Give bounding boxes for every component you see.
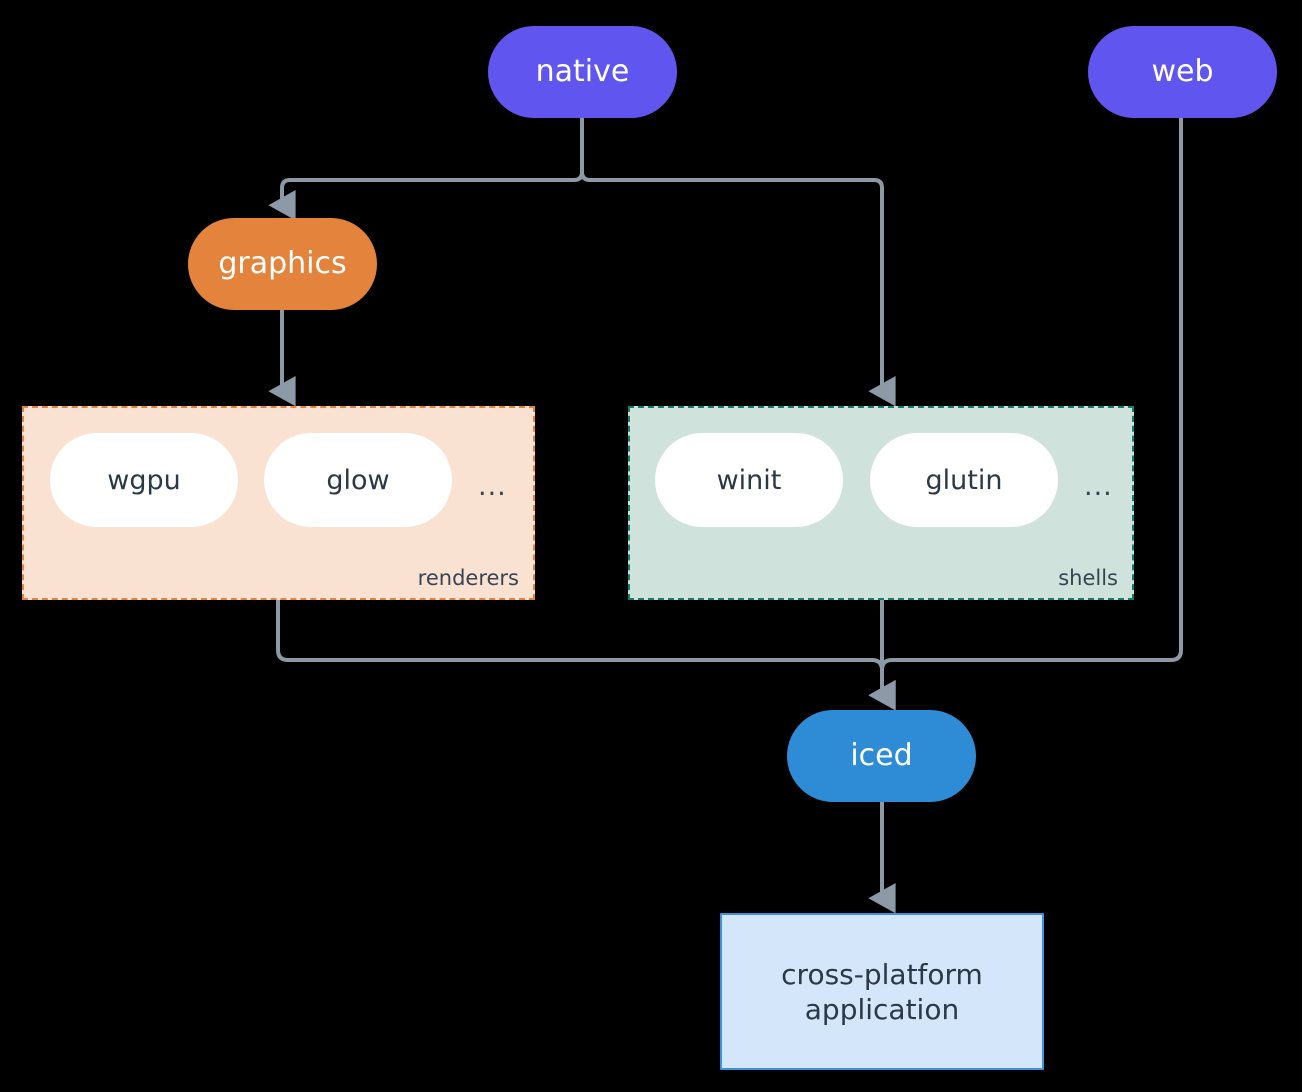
node-wgpu-label: wgpu — [107, 464, 181, 496]
group-renderers: wgpu glow ... renderers — [22, 406, 535, 600]
node-application-label-line2: application — [804, 992, 960, 1026]
node-application-label-line1: cross-platform — [781, 957, 983, 991]
node-iced-label: iced — [850, 738, 913, 774]
node-glutin[interactable]: glutin — [870, 433, 1058, 527]
edge-renderers-to-iced — [276, 600, 896, 711]
group-shells-label: shells — [1058, 566, 1118, 590]
node-glow-label: glow — [326, 464, 390, 496]
node-wgpu[interactable]: wgpu — [50, 433, 238, 527]
node-native-label: native — [535, 54, 630, 90]
node-winit-label: winit — [716, 464, 782, 496]
node-glow[interactable]: glow — [264, 433, 452, 527]
node-application[interactable]: cross-platform application — [720, 913, 1044, 1070]
node-web-label: web — [1151, 54, 1214, 90]
renderers-ellipsis: ... — [478, 471, 507, 502]
edge-native-to-graphics — [268, 118, 584, 221]
node-web[interactable]: web — [1088, 26, 1277, 118]
node-glutin-label: glutin — [925, 464, 1003, 496]
node-native[interactable]: native — [488, 26, 677, 118]
edge-native-to-shells — [580, 118, 896, 407]
group-shells: winit glutin ... shells — [628, 406, 1134, 600]
node-iced[interactable]: iced — [787, 710, 976, 802]
node-winit[interactable]: winit — [655, 433, 843, 527]
node-graphics-label: graphics — [218, 246, 347, 282]
node-graphics[interactable]: graphics — [188, 218, 377, 310]
group-renderers-label: renderers — [417, 566, 519, 590]
shells-ellipsis: ... — [1084, 471, 1113, 502]
